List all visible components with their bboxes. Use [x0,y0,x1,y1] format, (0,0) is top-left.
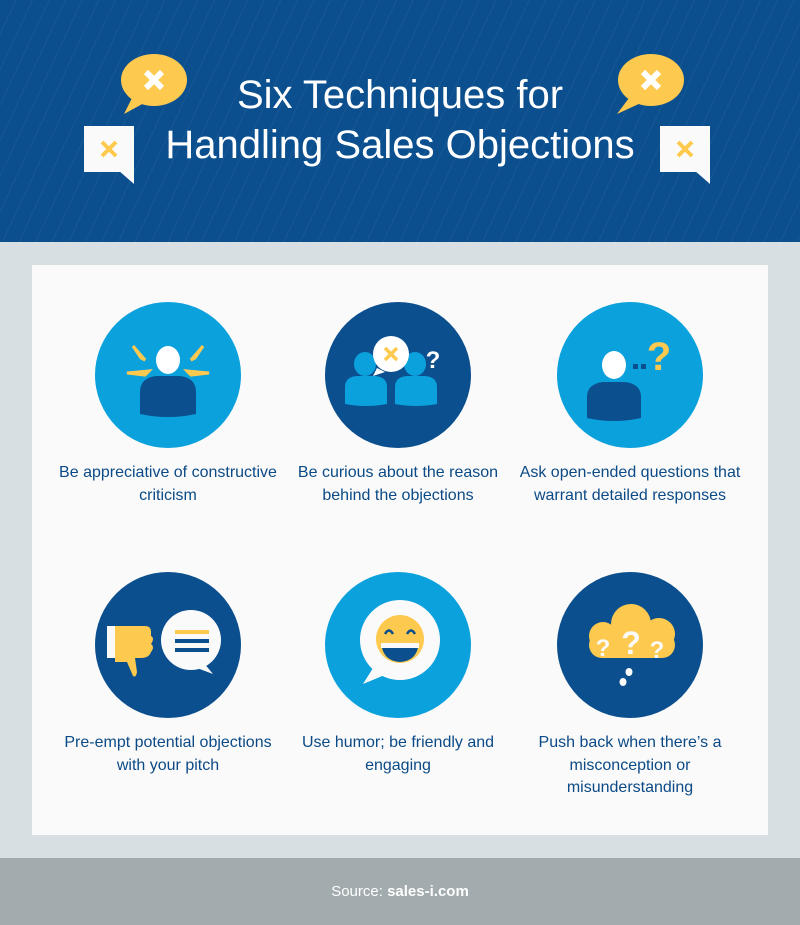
technique-4: Pre-empt potential objections with your … [53,572,283,777]
svg-text:?: ? [621,625,641,661]
technique-caption: Use humor; be friendly and engaging [301,734,495,774]
header-banner: Six Techniques for Handling Sales Object… [0,0,800,242]
person-question-icon: ? [557,302,703,448]
technique-caption: Be appreciative of constructive criticis… [59,464,277,504]
svg-text:?: ? [647,335,671,379]
yellow-speech-bubble-x-icon [121,54,187,114]
svg-text:?: ? [650,637,665,664]
svg-text:?: ? [426,347,441,374]
people-conversation-icon: ? [325,302,471,448]
technique-caption: Ask open-ended questions that warrant de… [519,464,741,504]
source-footer: Source: sales-i.com [0,858,800,925]
svg-text:?: ? [596,635,611,662]
technique-caption: Push back when there’s a misconception o… [538,734,722,796]
technique-caption: Be curious about the reason behind the o… [297,464,499,504]
source-link[interactable]: sales-i.com [387,883,469,900]
page-title: Six Techniques for Handling Sales Object… [0,70,800,170]
source-label: Source: [331,883,383,900]
thumbs-down-speech-icon [95,572,241,718]
technique-2: ? Be curious about the reason behind the… [283,302,513,507]
title-line-1: Six Techniques for [236,73,564,117]
person-alert-icon [95,302,241,448]
white-speech-bubble-x-icon [84,126,134,184]
question-cloud-icon: ??? [557,572,703,718]
technique-5: Use humor; be friendly and engaging [283,572,513,777]
technique-3: ? Ask open-ended questions that warrant … [515,302,745,507]
title-line-2: Handling Sales Objections [165,123,635,167]
white-speech-bubble-x-icon [660,126,710,184]
smiley-speech-icon [325,572,471,718]
technique-1: Be appreciative of constructive criticis… [53,302,283,507]
yellow-speech-bubble-x-icon [617,54,684,114]
technique-6: ??? Push back when there’s a misconcepti… [515,572,745,800]
technique-caption: Pre-empt potential objections with your … [64,734,272,774]
